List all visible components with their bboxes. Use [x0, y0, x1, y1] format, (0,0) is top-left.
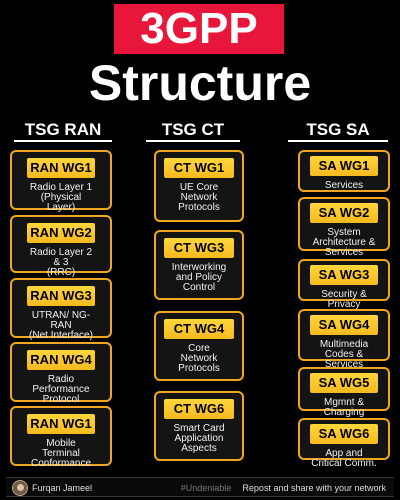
title-badge: 3GPP: [114, 4, 284, 54]
working-group-description-line: Protocol: [42, 394, 80, 405]
working-group-description-line: Terminal: [42, 448, 80, 459]
working-group-tag: RAN WG3: [27, 286, 95, 306]
working-group-description-line: Architecture &: [312, 237, 376, 248]
column-underline: [288, 140, 388, 142]
working-group-description-line: Services: [324, 180, 364, 191]
working-group-description-line: Control: [182, 282, 216, 293]
working-group-description-line: (Physical: [40, 192, 82, 203]
working-group-description-line: Application: [174, 433, 224, 444]
working-group-tag: RAN WG1: [27, 158, 95, 178]
hashtag: #Undeniable: [180, 483, 232, 493]
page-title: Structure: [88, 55, 312, 111]
working-group-tag: CT WG6: [164, 399, 234, 419]
working-group-description-line: Mgmnt &: [323, 397, 364, 408]
working-group-tag: SA WG6: [310, 424, 378, 444]
working-group-tag: SA WG1: [310, 156, 378, 176]
working-group-description-line: Radio Layer 1: [29, 182, 93, 193]
working-group-description-line: Radio Layer 2: [29, 247, 93, 258]
working-group-description-line: & 3: [53, 257, 69, 268]
working-group-description-line: Protocols: [178, 363, 220, 374]
working-group-tag: SA WG5: [310, 373, 378, 393]
working-group-description-line: (Net Interface): [29, 330, 93, 341]
working-group-description-line: Protocols: [178, 202, 220, 213]
working-group-description-line: Performance: [32, 384, 90, 395]
column-underline: [146, 140, 240, 142]
working-group-description-line: App and: [325, 448, 363, 459]
column-header-tsg-ct: TSG CT: [161, 120, 225, 139]
footer-bar: Furqan Jameel #Undeniable Repost and sha…: [6, 477, 394, 497]
working-group-description-line: Services: [324, 247, 364, 258]
working-group-tag: SA WG2: [310, 203, 378, 223]
working-group-description-line: Services: [324, 359, 364, 370]
working-group-description-line: and Policy: [175, 272, 223, 283]
working-group-tag: CT WG4: [164, 319, 234, 339]
working-group-description-line: Codes &: [324, 349, 364, 360]
working-group-description-line: Interworking: [171, 262, 227, 273]
working-group-description-line: RAN: [50, 320, 72, 331]
working-group-description-line: UTRAN/ NG-: [31, 310, 91, 321]
working-group-description-line: Multimedia: [319, 339, 369, 350]
working-group-tag: RAN WG4: [27, 350, 95, 370]
working-group-tag: CT WG1: [164, 158, 234, 178]
working-group-description-line: Network: [180, 192, 218, 203]
working-group-description-line: (RRC): [46, 267, 76, 278]
working-group-description-line: System: [327, 227, 361, 238]
working-group-description-line: Conformance: [30, 458, 92, 469]
working-group-tag: SA WG3: [310, 265, 378, 285]
repost-text: Repost and share with your network: [242, 483, 386, 493]
working-group-description-line: Core: [188, 343, 210, 354]
column-header-tsg-ran: TSG RAN: [24, 120, 102, 139]
working-group-description-line: Radio: [47, 374, 75, 385]
working-group-description-line: Smart Card: [173, 423, 225, 434]
working-group-description-line: Network: [180, 353, 218, 364]
working-group-description-line: UE Core: [179, 182, 219, 193]
avatar: [12, 480, 28, 496]
working-group-description-line: Charging: [323, 407, 365, 418]
working-group-description-line: Security &: [321, 289, 367, 300]
working-group-description-line: Privacy: [327, 299, 361, 310]
column-underline: [14, 140, 112, 142]
working-group-description-line: Layer): [46, 202, 76, 213]
working-group-tag: CT WG3: [164, 238, 234, 258]
working-group-description-line: Mobile: [46, 438, 76, 449]
author-name: Furqan Jameel: [32, 483, 93, 493]
working-group-tag: RAN WG1: [27, 414, 95, 434]
working-group-description-line: Critical Comm.: [311, 458, 377, 469]
working-group-tag: RAN WG2: [27, 223, 95, 243]
column-header-tsg-sa: TSG SA: [306, 120, 370, 139]
working-group-tag: SA WG4: [310, 315, 378, 335]
working-group-description-line: Aspects: [181, 443, 217, 454]
